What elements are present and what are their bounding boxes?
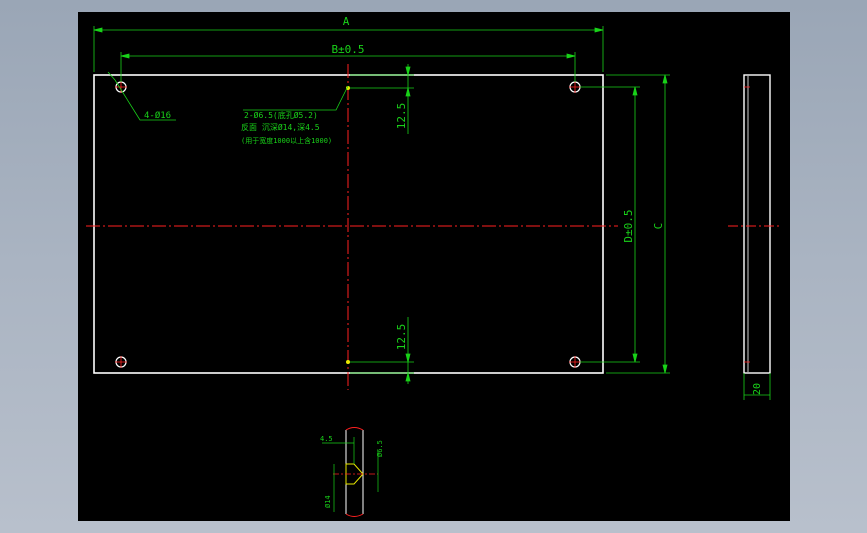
dim-b-label: B±0.5 bbox=[331, 43, 364, 56]
dim-d-label: D±0.5 bbox=[622, 209, 635, 242]
mount-hole-bottom-left bbox=[115, 356, 127, 368]
mount-hole-bottom-right bbox=[569, 356, 581, 368]
note-countersink-2: 反面 沉深Ø14,深4.5 bbox=[241, 122, 320, 132]
dim-c-label: C bbox=[652, 223, 665, 230]
note-countersink-1: 2-Ø6.5(底孔Ø5.2) bbox=[244, 110, 318, 120]
section-detail: 4.5 Ø6.5 Ø14 bbox=[320, 427, 384, 517]
dimension-labels: A B±0.5 12.5 12.5 D±0.5 C 4-Ø16 2-Ø6.5(底… bbox=[144, 15, 665, 350]
side-outline bbox=[743, 74, 771, 374]
drawing-canvas: A B±0.5 12.5 12.5 D±0.5 C 4-Ø16 2-Ø6.5(底… bbox=[86, 15, 780, 517]
detail-counterbore-label: Ø14 bbox=[324, 495, 332, 508]
cad-viewport[interactable]: A B±0.5 12.5 12.5 D±0.5 C 4-Ø16 2-Ø6.5(底… bbox=[78, 12, 790, 521]
note-countersink-3: (用于宽度1000以上含1000) bbox=[241, 136, 332, 145]
detail-depth-label: 4.5 bbox=[320, 435, 333, 443]
detail-hole-label: Ø6.5 bbox=[376, 440, 384, 457]
note-mount-holes: 4-Ø16 bbox=[144, 110, 171, 121]
dimension-lines bbox=[93, 26, 670, 384]
side-view: 20 bbox=[728, 74, 780, 400]
dim-a-label: A bbox=[343, 15, 350, 28]
mount-hole-top-right bbox=[569, 81, 581, 93]
countersink-hole-top bbox=[346, 86, 350, 90]
dim-thickness-label: 20 bbox=[752, 383, 763, 395]
dim-bottom-offset-label: 12.5 bbox=[395, 324, 408, 351]
countersink-hole-bottom bbox=[346, 360, 350, 364]
dim-top-offset-label: 12.5 bbox=[395, 103, 408, 130]
